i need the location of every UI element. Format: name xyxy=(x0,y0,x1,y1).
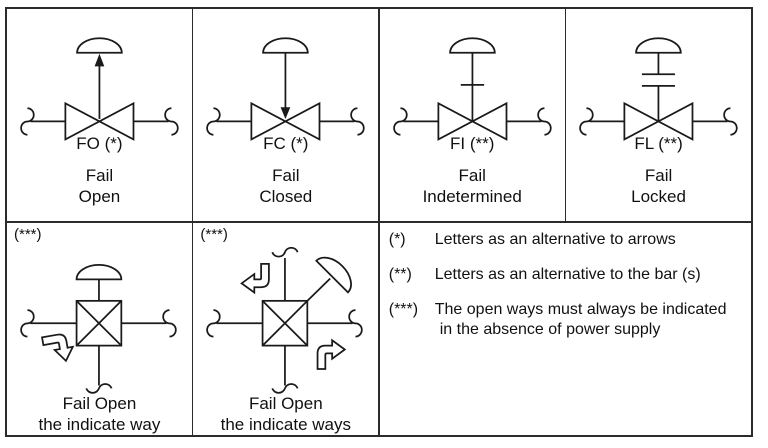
diagram-grid: FO (*) Fail Open FC (*) Fail Closed xyxy=(5,7,753,437)
note-text: Letters as an alternative to arrows xyxy=(434,230,676,248)
valve-body-icon xyxy=(437,101,508,141)
pipe-break-icon xyxy=(20,308,35,338)
valve-caption: Fail Open the indicate way xyxy=(38,393,161,434)
note-text: Letters as an alternative to the bar (s) xyxy=(434,265,701,283)
open-way-bent-arrow-icon xyxy=(41,333,75,363)
actuator-dome-icon xyxy=(635,37,682,54)
cell-notes: (*) Letters as an alternative to arrows … xyxy=(379,222,751,435)
cell-fail-locked: FL (**) Fail Locked xyxy=(566,9,751,222)
fail-open-valve-icon xyxy=(20,37,179,141)
cell-fail-open: FO (*) Fail Open xyxy=(7,9,192,222)
fail-closed-valve-icon xyxy=(206,37,366,141)
valve-code-label: FC (*) xyxy=(263,134,309,153)
pipe-break-icon xyxy=(20,107,35,136)
fail-locked-valve-icon xyxy=(579,37,738,141)
note-row: (**) Letters as an alternative to the ba… xyxy=(389,265,745,285)
footnote-marker: (***) xyxy=(200,225,228,243)
valve-caption: Fail Closed xyxy=(259,166,313,206)
pipe-break-icon xyxy=(350,107,366,136)
open-way-bent-arrow-icon xyxy=(240,262,271,295)
actuator-dome-icon xyxy=(448,37,496,54)
open-way-bent-arrow-icon xyxy=(317,338,347,370)
cell-fail-closed: FC (*) Fail Closed xyxy=(193,9,379,222)
cell-fail-open-indicated-ways: (***) Fail Open the indicate ways xyxy=(193,222,379,435)
actuator-dome-icon xyxy=(262,37,310,54)
tilted-actuator-dome-icon xyxy=(315,256,353,294)
pipe-break-icon xyxy=(348,308,364,338)
valve-body-icon xyxy=(623,101,694,141)
note-marker: (**) xyxy=(388,265,412,283)
arrow-up-icon xyxy=(94,53,105,67)
valve-caption: Fail Locked xyxy=(631,166,686,206)
valve-code-label: FL (**) xyxy=(634,134,683,153)
four-way-valve-fail-open-ways-icon xyxy=(206,246,364,394)
valve-body-icon xyxy=(64,101,135,141)
arrow-down-icon xyxy=(280,107,291,119)
fail-indetermined-valve-icon xyxy=(392,37,552,141)
pipe-break-icon xyxy=(723,107,738,136)
actuator-dome-icon xyxy=(75,263,123,281)
valve-caption: Fail Indetermined xyxy=(422,166,522,206)
pipe-break-icon xyxy=(271,382,299,394)
four-way-valve-fail-open-way-icon xyxy=(20,263,177,394)
note-text: The open ways must always be indicated i… xyxy=(434,300,727,338)
pipe-break-icon xyxy=(162,308,177,338)
note-marker: (*) xyxy=(388,230,406,248)
cell-fail-open-indicated-way: (***) Fail Open the indicate way xyxy=(7,222,192,435)
pipe-break-icon xyxy=(579,107,594,136)
pipe-break-icon xyxy=(271,246,299,258)
pipe-break-icon xyxy=(164,107,179,136)
cell-fail-indetermined: FI (**) Fail Indetermined xyxy=(379,9,565,222)
pipe-break-icon xyxy=(392,107,408,136)
valve-code-label: FO (*) xyxy=(76,134,123,153)
valve-body-icon xyxy=(250,101,321,141)
pipe-break-icon xyxy=(206,308,221,338)
valve-caption: Fail Open xyxy=(78,166,121,206)
actuator-dome-icon xyxy=(76,37,123,54)
valve-code-label: FI (**) xyxy=(449,134,495,153)
valve-caption: Fail Open the indicate ways xyxy=(220,393,352,434)
note-row: (*) Letters as an alternative to arrows xyxy=(389,230,745,250)
note-row: (***) The open ways must always be indic… xyxy=(389,300,745,340)
note-marker: (***) xyxy=(388,300,419,318)
pipe-break-icon xyxy=(536,107,552,136)
pipe-break-icon xyxy=(85,382,113,394)
footnote-marker: (***) xyxy=(14,225,42,243)
pipe-break-icon xyxy=(206,107,222,136)
